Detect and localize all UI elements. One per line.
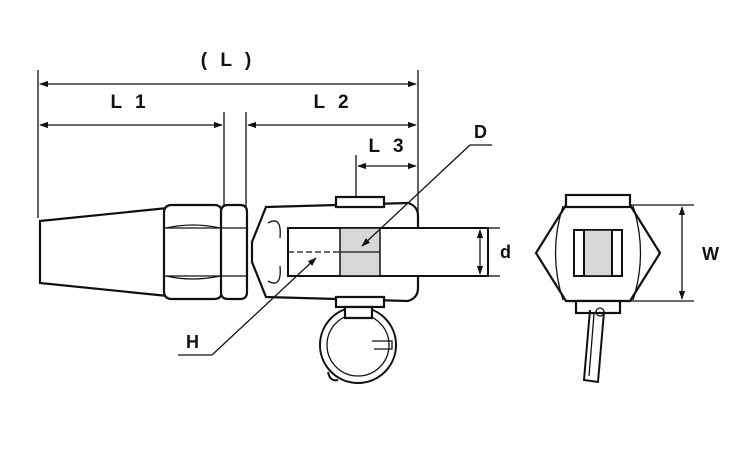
- l3-dimension: L 3: [355, 136, 417, 198]
- slot-width-dimension: d: [476, 227, 511, 277]
- l2-dimension: L 2: [245, 92, 417, 210]
- dimension-label-d: d: [500, 242, 511, 262]
- jaw-slot: [287, 227, 489, 277]
- dimension-label-L1: L 1: [110, 92, 149, 113]
- pin-diameter-leader: D: [361, 122, 492, 247]
- dimension-label-H: H: [186, 332, 199, 352]
- l1-dimension: L 1: [39, 92, 225, 210]
- dimension-label-L2: L 2: [313, 92, 352, 113]
- dimension-label-L3: L 3: [368, 136, 407, 157]
- hole-leader: H: [178, 257, 317, 356]
- dimension-label-L: ( L ): [201, 50, 255, 71]
- hex-nut-lock: [219, 203, 249, 301]
- dimension-label-D: D: [474, 122, 487, 142]
- hex-nut-large: [162, 203, 224, 301]
- split-ring: [319, 305, 397, 384]
- dimension-label-W: W: [702, 244, 719, 264]
- swage-tube: [38, 206, 170, 298]
- width-dimension: W: [630, 204, 719, 302]
- overall-length-dimension: ( L ): [37, 50, 419, 222]
- end-view: [534, 193, 662, 384]
